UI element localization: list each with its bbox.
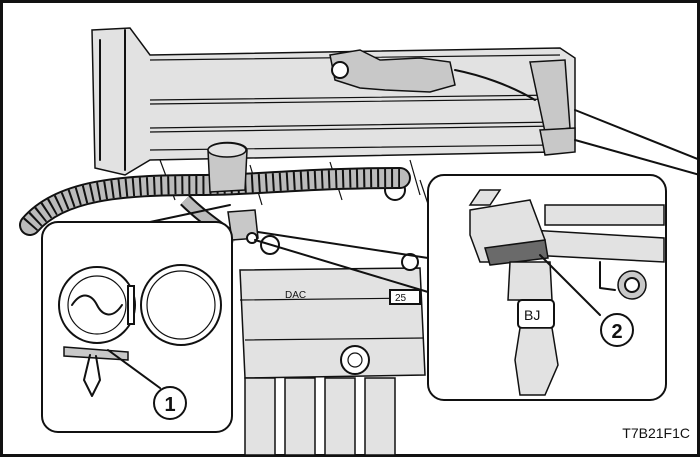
callout-1-label: 1 <box>164 394 175 416</box>
engine-block <box>239 267 426 379</box>
stamp-plate <box>389 289 421 305</box>
lock-tab <box>63 346 129 361</box>
module-label: DAC <box>285 290 306 301</box>
callout-2-label: 2 <box>611 321 622 343</box>
right-inset: BJ <box>427 174 667 401</box>
injector-mark: BJ <box>524 307 540 323</box>
leader-line-right-a <box>254 239 429 293</box>
callout-1: 1 <box>153 386 187 420</box>
connector-opening-right <box>140 264 222 346</box>
callout-2: 2 <box>600 313 634 347</box>
leader-line-right-b <box>257 231 429 259</box>
injector-nozzle <box>514 327 559 396</box>
stamp-label: 25 <box>395 293 407 304</box>
engine-drawing: 25 DAC <box>91 27 700 456</box>
figure-code: T7B21F1C <box>622 425 690 441</box>
top-sensor <box>329 49 456 93</box>
leader-line-left <box>149 204 231 223</box>
left-inset <box>41 221 233 433</box>
